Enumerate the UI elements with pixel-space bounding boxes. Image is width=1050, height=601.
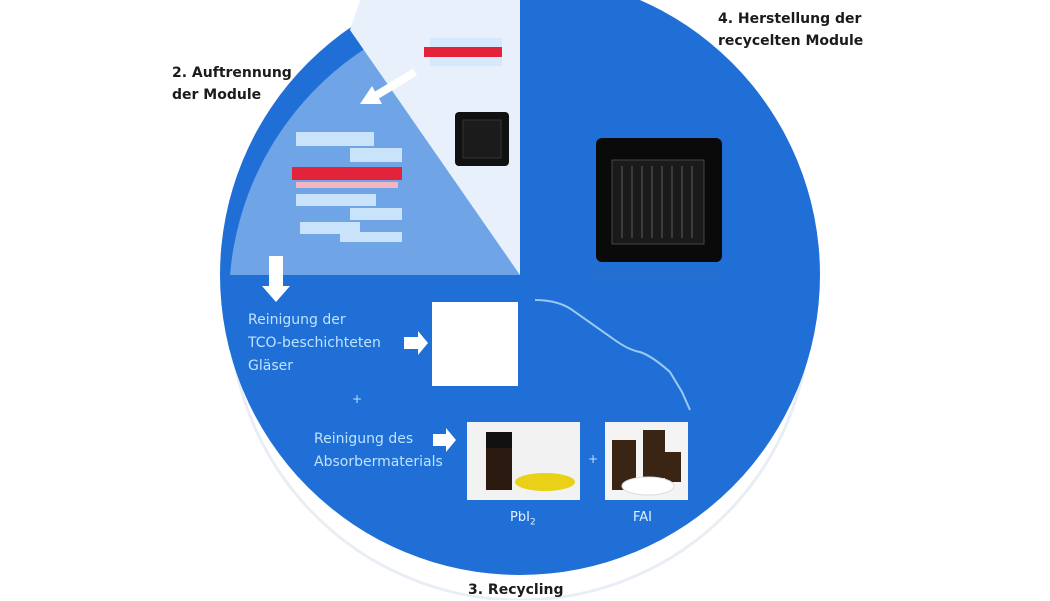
dark-module-icon bbox=[455, 112, 509, 166]
pbi2-photo bbox=[467, 422, 580, 500]
absorber-line2: Absorbermaterials bbox=[314, 454, 443, 470]
step2-line1: 2. Auftrennung bbox=[172, 65, 292, 81]
recycling-brace bbox=[534, 299, 691, 411]
step4-line2: recycelten Module bbox=[718, 33, 864, 49]
module-stack-icon bbox=[424, 38, 502, 66]
step3-label: 3. Recycling bbox=[468, 579, 564, 601]
glass-cleaning-label: Reinigung der TCO-beschichteten Gläser bbox=[248, 309, 381, 378]
glass-arrow bbox=[404, 331, 428, 355]
absorber-line1: Reinigung des bbox=[314, 431, 414, 447]
absorber-cleaning-label: Reinigung des Absorbermaterials bbox=[314, 428, 443, 474]
absorber-arrow bbox=[433, 428, 456, 452]
cleaned-glass bbox=[432, 302, 518, 386]
step4-label: 4. Herstellung der recycelten Module bbox=[718, 8, 863, 52]
glass-line1: Reinigung der bbox=[248, 312, 346, 328]
pbi2-main: PbI bbox=[510, 510, 530, 525]
glass-line3: Gläser bbox=[248, 358, 293, 374]
fai-caption: FAI bbox=[633, 510, 653, 525]
module-wedge bbox=[350, 0, 520, 275]
step2-label: 2. Auftrennung der Module bbox=[172, 62, 292, 106]
separated-layers bbox=[292, 132, 402, 242]
separation-arrow bbox=[360, 68, 418, 104]
recycled-module bbox=[592, 138, 722, 280]
step4-line1: 4. Herstellung der bbox=[718, 11, 862, 27]
fai-photo bbox=[605, 422, 688, 500]
plus-sign-1: + bbox=[352, 392, 363, 406]
down-arrow bbox=[262, 256, 290, 302]
step3-title: 3. Recycling bbox=[468, 582, 564, 598]
glass-line2: TCO-beschichteten bbox=[248, 335, 381, 351]
pbi2-caption: PbI2 bbox=[510, 510, 536, 528]
plus-sign-2: + bbox=[588, 452, 599, 466]
pbi2-sub: 2 bbox=[529, 517, 536, 528]
step2-line2: der Module bbox=[172, 87, 262, 103]
